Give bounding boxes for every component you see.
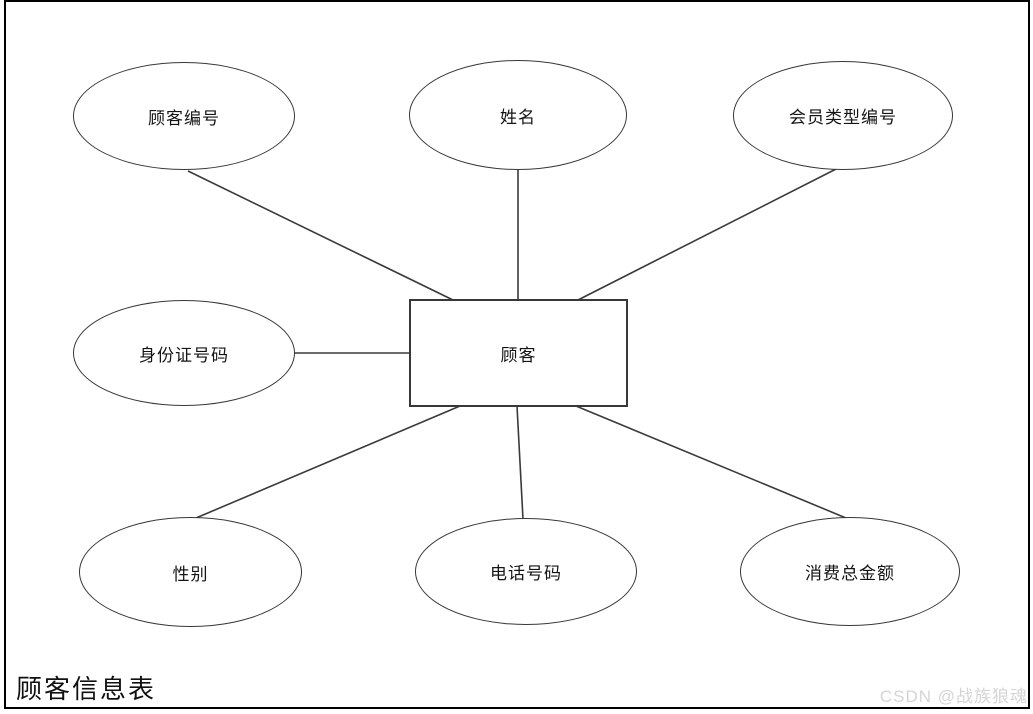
attribute-member-type-id-label: 会员类型编号 [789, 108, 897, 127]
attribute-phone-number: 电话号码 [415, 518, 637, 625]
attribute-name: 姓名 [409, 60, 627, 170]
attribute-total-consumption: 消费总金额 [740, 517, 960, 626]
attribute-gender: 性别 [79, 517, 302, 627]
connector-phone-number [516, 405, 524, 520]
diagram-caption: 顾客信息表 [16, 675, 157, 704]
attribute-id-card-number: 身份证号码 [73, 300, 295, 406]
csdn-watermark: CSDN @战族狼魂 [879, 687, 1028, 706]
attribute-customer-id-label: 顾客编号 [148, 108, 220, 128]
attribute-member-type-id: 会员类型编号 [733, 61, 953, 170]
connector-customer-id [187, 170, 454, 301]
entity-customer-label: 顾客 [500, 345, 537, 365]
connector-gender [195, 405, 461, 519]
attribute-gender-label: 性别 [172, 564, 209, 584]
attribute-total-consumption-label: 消费总金额 [805, 564, 895, 583]
connector-member-type-id [577, 166, 841, 301]
entity-customer: 顾客 [409, 299, 628, 407]
connector-total-consumption [575, 405, 847, 519]
attribute-id-card-number-label: 身份证号码 [139, 345, 229, 365]
attribute-customer-id: 顾客编号 [73, 62, 295, 170]
attribute-name-label: 姓名 [500, 107, 536, 127]
attribute-phone-number-label: 电话号码 [490, 564, 562, 583]
